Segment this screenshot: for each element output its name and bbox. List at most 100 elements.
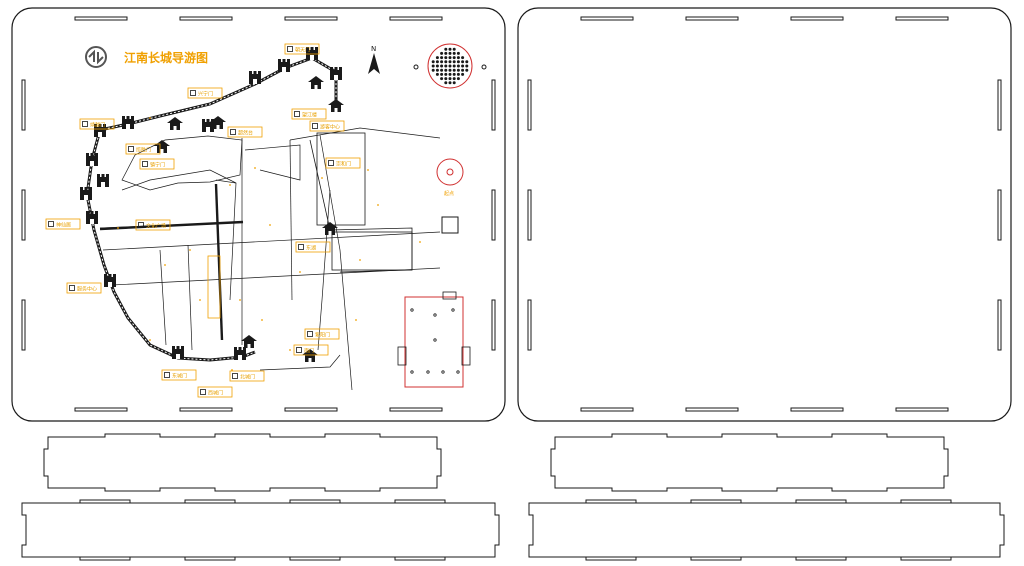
checkbox-icon	[200, 389, 206, 395]
map-dot	[377, 204, 379, 206]
roads	[99, 127, 441, 391]
map-dot	[231, 369, 233, 371]
map-label-box[interactable]: 西城门	[197, 386, 233, 398]
map-label-box[interactable]: 北城门	[229, 370, 265, 382]
map-label-box[interactable]: 东城门	[161, 369, 197, 381]
gate-tower-icon	[172, 346, 184, 359]
gate-tower-icon	[80, 187, 92, 200]
map-dot	[419, 241, 421, 243]
map-label-box[interactable]: 文化广场	[135, 219, 171, 231]
start-label: 起点	[444, 191, 454, 197]
map-dot	[189, 249, 191, 251]
map-label-box[interactable]: 南门	[293, 344, 329, 356]
checkbox-icon	[190, 90, 196, 96]
logo	[85, 46, 107, 68]
side-strip-2	[550, 433, 949, 492]
checkbox-icon	[307, 331, 313, 337]
map-label-text: 望江楼	[302, 112, 317, 119]
checkbox-icon	[296, 347, 302, 353]
lake-outline	[121, 135, 243, 191]
map-label-box[interactable]: 兴宁门	[187, 87, 223, 99]
map-label-box[interactable]: 望江楼	[291, 108, 327, 120]
main-roads	[99, 183, 244, 341]
map-label-text: 文化广场	[146, 223, 166, 230]
map-label-box[interactable]: 镇宁门	[139, 158, 175, 170]
right-panel	[517, 7, 1012, 422]
north-label: N	[371, 45, 376, 53]
map-label-text: 紫阳门	[315, 332, 330, 339]
map-dot	[359, 259, 361, 261]
temple-icon	[167, 117, 183, 130]
temple-icons	[154, 76, 344, 362]
gate-tower-icon	[86, 211, 98, 224]
map-dot	[149, 339, 151, 341]
switch-cutout	[441, 216, 459, 234]
checkbox-icon	[232, 373, 238, 379]
map-dot	[149, 117, 151, 119]
map-dot	[164, 264, 166, 266]
map-dot	[321, 177, 323, 179]
map-label-box[interactable]: 东湖	[295, 241, 331, 253]
gate-tower-icon	[97, 174, 109, 187]
checkbox-icon	[48, 221, 54, 227]
map-dot	[199, 299, 201, 301]
map-dot	[239, 299, 241, 301]
gate-tower-icon	[122, 116, 134, 129]
gate-tower-icon	[249, 71, 261, 84]
temple-icon	[328, 99, 344, 112]
checkbox-icon	[230, 129, 236, 135]
map-label-text: 镇宁门	[150, 162, 165, 169]
map-label-box[interactable]: 超然台	[227, 126, 263, 138]
map-label-box[interactable]: 神仙居	[45, 218, 81, 230]
map-dot	[355, 319, 357, 321]
side-strip-1	[43, 433, 442, 492]
checkbox-icon	[312, 123, 318, 129]
map-label-text: 服务中心	[77, 286, 97, 293]
map-label-box[interactable]: 服务中心	[66, 282, 102, 294]
map-dot	[289, 349, 291, 351]
map-label-text: 东湖	[306, 245, 316, 252]
map-label-text: 朝天门	[295, 47, 310, 54]
map-dot	[261, 319, 263, 321]
gate-tower-icon	[104, 274, 116, 287]
map-label-text: 北城门	[240, 374, 255, 381]
right-panel-outline	[517, 7, 1012, 422]
map-label-box[interactable]: 崇和门	[325, 157, 361, 169]
map-label-text: 崇和门	[336, 161, 351, 168]
map-title: 江南长城导游图	[124, 50, 208, 65]
circuit-board-details	[397, 291, 471, 374]
temple-icon	[302, 349, 318, 362]
map-label-box[interactable]: 朝天门	[284, 43, 320, 55]
checkbox-icon	[298, 244, 304, 250]
map-dot	[367, 169, 369, 171]
temple-icon	[210, 116, 226, 129]
map-label-text: 靖越门	[90, 122, 105, 129]
map-dot	[299, 271, 301, 273]
side-strip-3	[21, 499, 500, 561]
left-panel-slots	[21, 16, 496, 412]
map-label-box[interactable]: 紫阳门	[304, 328, 340, 340]
city-wall-inner	[86, 57, 337, 361]
map-label-text: 游客中心	[320, 124, 340, 131]
map-label-text: 神仙居	[56, 222, 71, 229]
gate-tower-icon	[330, 67, 342, 80]
map-label-text: 揽胜门	[136, 147, 151, 154]
map-label-text: 西城门	[208, 390, 223, 397]
checkbox-icon	[69, 285, 75, 291]
temple-icon	[241, 335, 257, 348]
map-label-text: 东城门	[172, 373, 187, 380]
checkbox-icon	[164, 372, 170, 378]
map-label-box[interactable]: 揽胜门	[125, 143, 161, 155]
temple-icon	[308, 76, 324, 89]
start-button[interactable]: 起点	[436, 158, 464, 197]
circuit-board-outline	[404, 296, 464, 388]
map-label-box[interactable]: 游客中心	[309, 120, 345, 132]
gate-towers	[80, 47, 342, 360]
gate-tower-icon	[278, 59, 290, 72]
checkbox-icon	[128, 146, 134, 152]
gate-tower-icon	[86, 153, 98, 166]
gate-tower-icon	[94, 124, 106, 137]
gate-tower-icon	[306, 47, 318, 60]
map-label-box[interactable]: 靖越门	[79, 118, 115, 130]
